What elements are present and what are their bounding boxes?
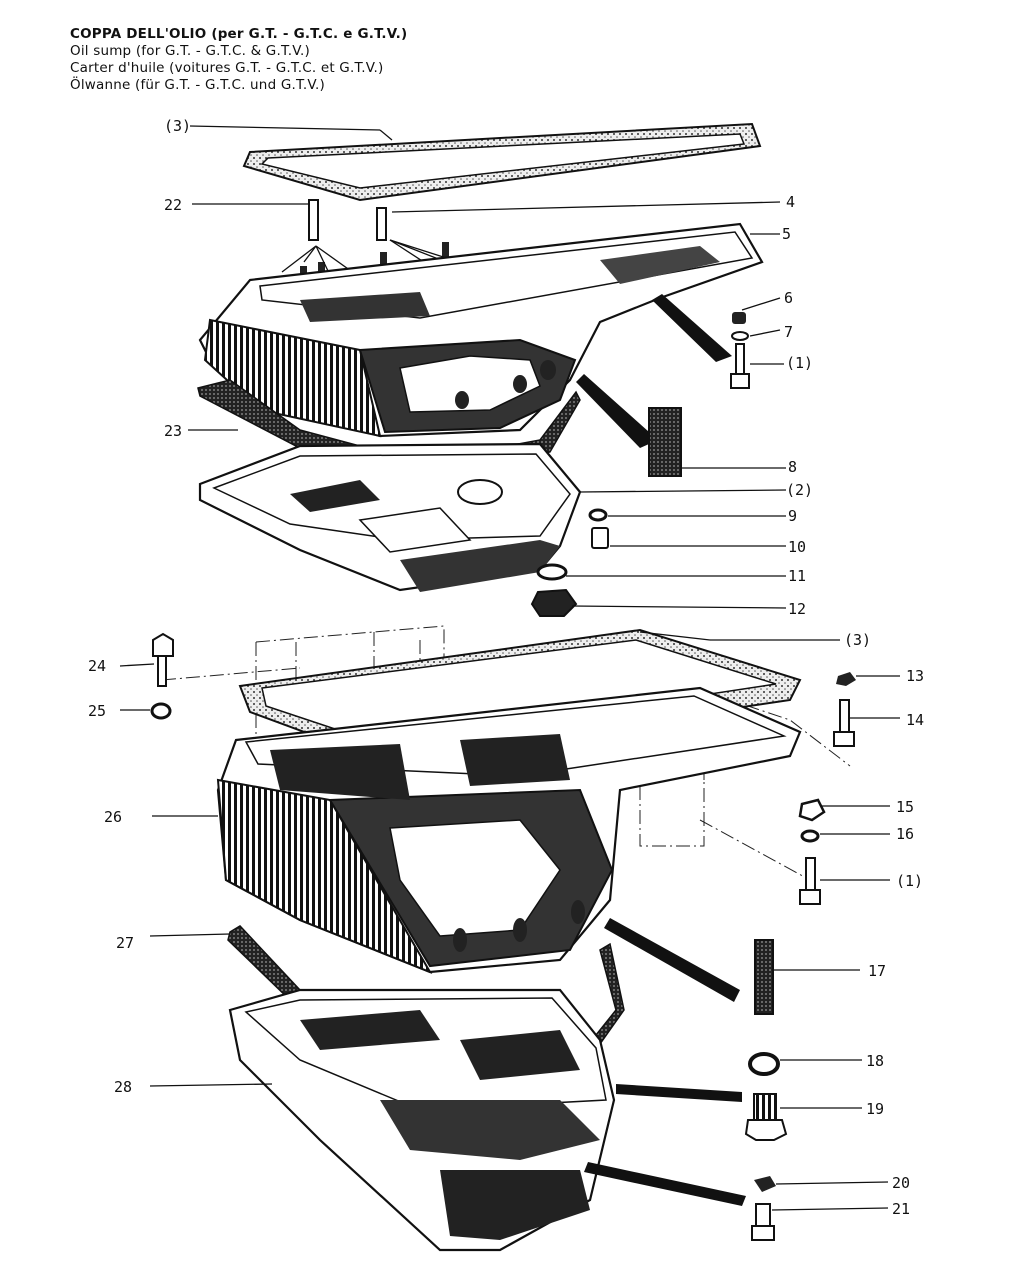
callout-26: 26 (104, 808, 122, 826)
top-assembly (197, 122, 764, 617)
callout-1-bottom: (1) (896, 872, 923, 890)
bottom-part-13 (836, 672, 856, 686)
callout-17: 17 (868, 962, 886, 980)
callout-4: 4 (786, 193, 795, 211)
callout-12: 12 (788, 600, 806, 618)
bottom-nut-25 (150, 702, 172, 720)
callout-27: 27 (116, 934, 134, 952)
title-english: Oil sump (for G.T. - G.T.C. & G.T.V.) (70, 43, 310, 59)
callout-3-top: (3) (164, 117, 191, 135)
bottom-part-20 (754, 1176, 776, 1192)
bottom-bolt-24 (152, 632, 174, 687)
top-lower-pan (198, 442, 582, 592)
bottom-insert-17 (754, 939, 774, 1015)
callout-5: 5 (782, 225, 791, 243)
bottom-bolt-arrow (584, 1162, 746, 1206)
bottom-plug-arrow (616, 1084, 742, 1102)
leader-lines (119, 125, 900, 1211)
title-french: Carter d'huile (voitures G.T. - G.T.C. e… (70, 60, 384, 76)
title-german: Ölwanne (für G.T. - G.T.C. und G.T.V.) (70, 77, 325, 93)
bottom-bolt-21 (751, 1203, 775, 1241)
callout-25: 25 (88, 702, 106, 720)
callout-7: 7 (784, 323, 793, 341)
top-insert-arrow (576, 374, 658, 448)
bottom-bolt-1 (799, 857, 821, 905)
callout-14: 14 (906, 711, 924, 729)
top-fasteners-6-7-1 (730, 312, 750, 389)
top-bolt-arrow (652, 294, 732, 362)
top-callouts: (3) 22 4 5 6 7 (1) 23 8 (2) 9 10 11 12 (164, 117, 813, 618)
callout-16: 16 (896, 825, 914, 843)
callout-19: 19 (866, 1100, 884, 1118)
bottom-insert-arrow (604, 918, 740, 1002)
bottom-lower-pan (228, 988, 616, 1252)
callout-1-top: (1) (786, 354, 813, 372)
callout-20: 20 (892, 1174, 910, 1192)
bottom-washer-18 (748, 1052, 780, 1076)
title-italian: COPPA DELL'OLIO (per G.T. - G.T.C. e G.T… (70, 26, 408, 42)
bottom-callouts: (3) 24 25 13 14 26 15 16 (1) 27 17 18 28… (88, 631, 924, 1218)
callout-28: 28 (114, 1078, 132, 1096)
callout-15: 15 (896, 798, 914, 816)
callout-9: 9 (788, 507, 797, 525)
callout-2: (2) (786, 481, 813, 499)
callout-13: 13 (906, 667, 924, 685)
top-sump-body (198, 222, 764, 438)
callout-6: 6 (784, 289, 793, 307)
bottom-nut-15 (798, 798, 826, 822)
callout-10: 10 (788, 538, 806, 556)
bottom-assembly (150, 625, 856, 1252)
callout-22: 22 (164, 196, 182, 214)
top-insert-8 (648, 407, 682, 477)
callout-11: 11 (788, 567, 806, 585)
top-gasket-3 (242, 122, 762, 202)
callout-24: 24 (88, 657, 106, 675)
callout-23: 23 (164, 422, 182, 440)
callout-8: 8 (788, 458, 797, 476)
callout-3-bottom: (3) (844, 631, 871, 649)
bottom-bolt-14 (833, 699, 855, 747)
callout-21: 21 (892, 1200, 910, 1218)
top-drain-parts (530, 508, 609, 617)
bottom-plug-19 (744, 1093, 788, 1141)
bottom-sump-body (216, 686, 802, 975)
diagram-header: COPPA DELL'OLIO (per G.T. - G.T.C. e G.T… (70, 26, 407, 94)
callout-18: 18 (866, 1052, 884, 1070)
bottom-washer-16 (800, 829, 820, 843)
